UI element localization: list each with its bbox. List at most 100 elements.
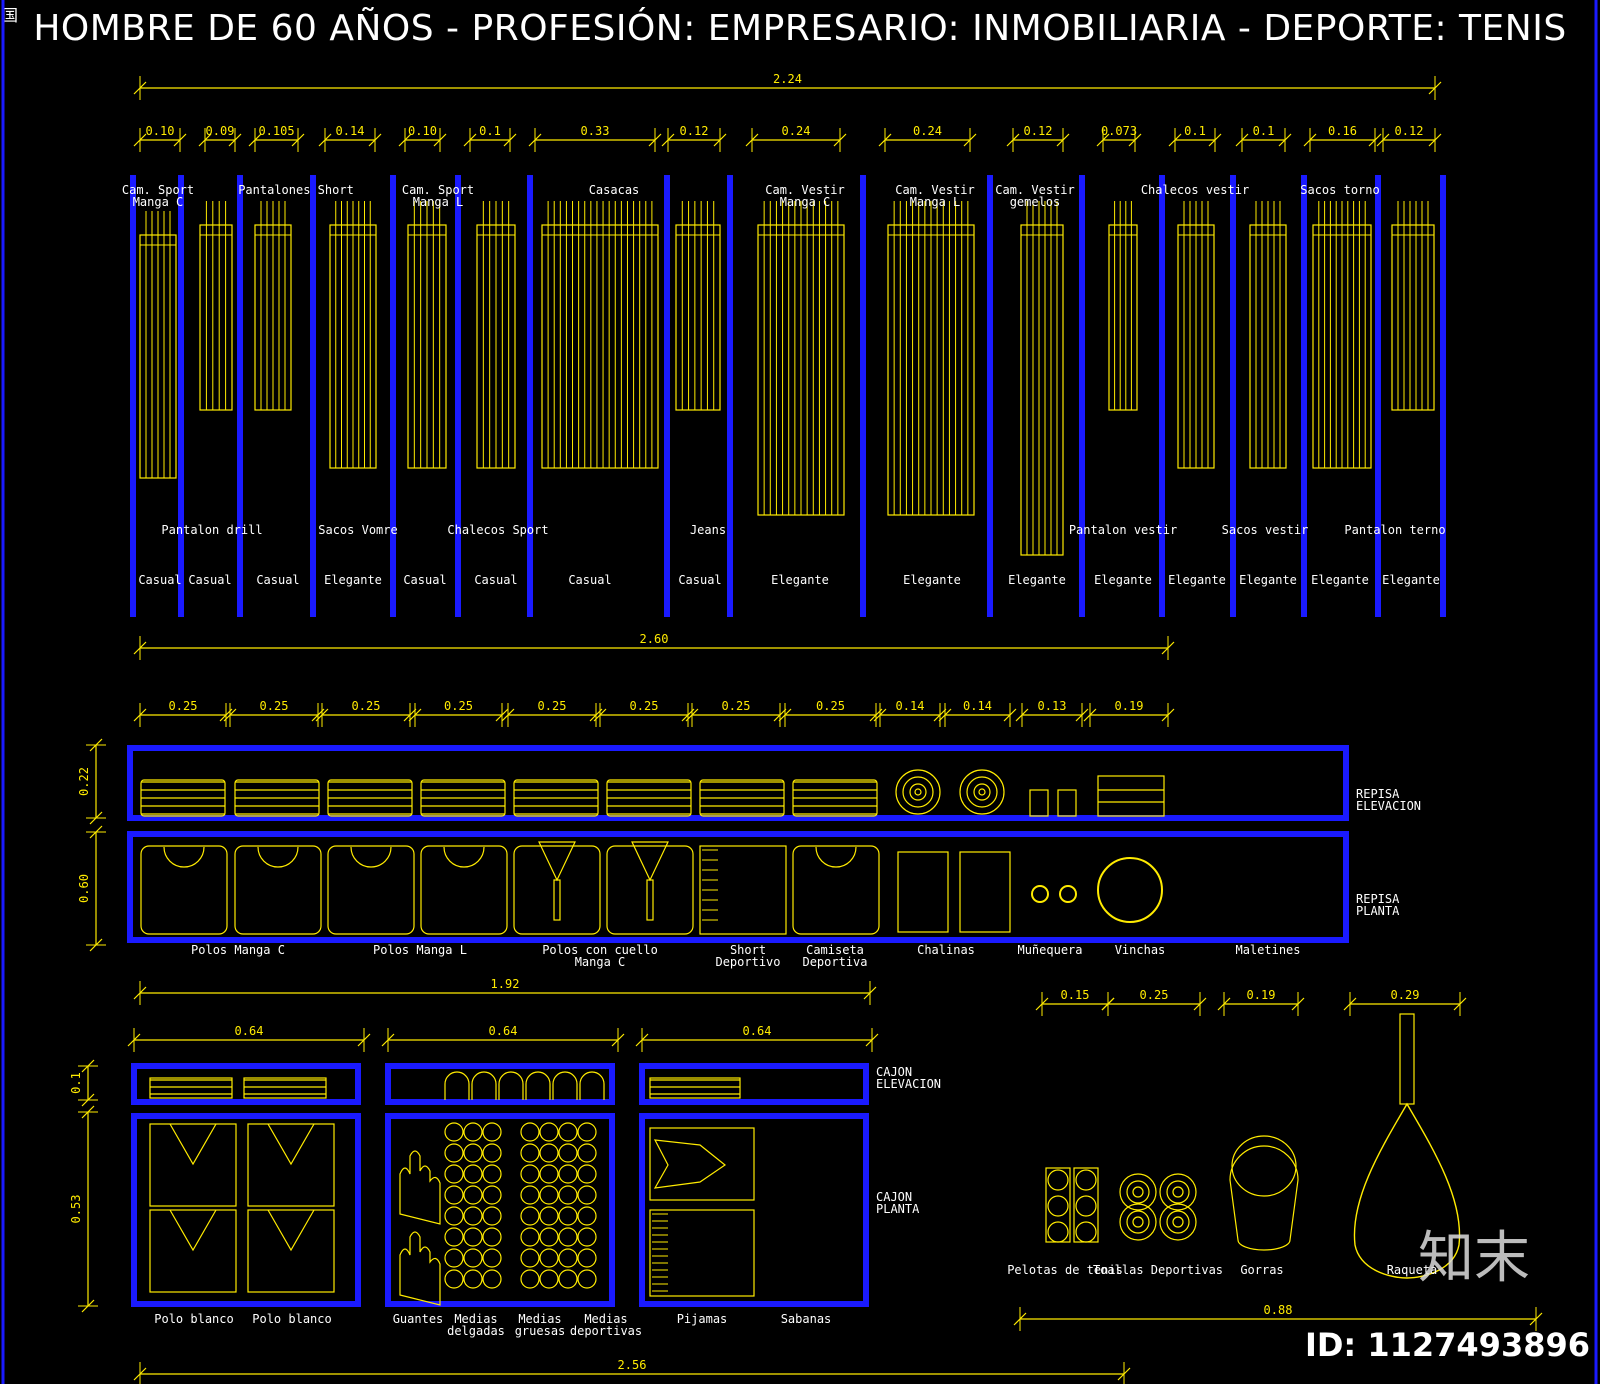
hanging-garment <box>254 201 292 411</box>
sock-roll <box>577 1143 597 1163</box>
collar-polo-outline <box>606 845 694 935</box>
sock-roll <box>558 1164 578 1184</box>
rack-style-label: Casual <box>678 573 721 587</box>
folded-stack <box>606 779 692 817</box>
folded-stack-outline <box>327 779 413 817</box>
polo-plan-collar <box>163 846 205 868</box>
shelf-total-dim-label: 2.60 <box>640 632 669 646</box>
sock-roll <box>539 1248 559 1268</box>
shelf-col-dim-label: 0.19 <box>1115 699 1144 713</box>
shelf-height-dim-slash <box>89 738 103 752</box>
polo-plan-collar <box>350 846 392 868</box>
drawer-height-dim-slash <box>81 1105 95 1119</box>
top-col-dim-slash <box>661 133 675 147</box>
polo-plan-collar <box>257 846 299 868</box>
polo-plan-outline <box>327 845 415 935</box>
top-col-dim-slash <box>228 133 242 147</box>
top-col-dim-slash <box>528 133 542 147</box>
headband-plan <box>1097 857 1163 923</box>
wristband-box <box>1029 789 1049 817</box>
drawer-elevation-frame <box>639 1063 869 1105</box>
hanging-garment <box>139 211 177 479</box>
top-col-dim-slash <box>1006 133 1020 147</box>
folded-stack <box>699 779 785 817</box>
towel-roll <box>1172 1216 1184 1228</box>
top-col-dim-label: 0.1 <box>1184 124 1206 138</box>
top-col-dim-slash <box>833 133 847 147</box>
towel-roll <box>1159 1203 1197 1241</box>
shelf-col-dim-label: 0.25 <box>538 699 567 713</box>
rack-style-label: Casual <box>188 573 231 587</box>
towel-roll <box>1172 1186 1184 1198</box>
sports-item-label: Gorras <box>1240 1263 1283 1277</box>
drawer-col-dim-label: 0.64 <box>489 1024 518 1038</box>
drawer-total-dim-label: 1.92 <box>491 977 520 991</box>
hanging-garment <box>1177 201 1215 469</box>
folded-stack-outline <box>699 779 785 817</box>
sock-roll <box>482 1227 502 1247</box>
shelf-height-dim-label: 0.22 <box>77 767 91 796</box>
top-col-dim-slash <box>1208 133 1222 147</box>
drawer-height-dim-slash <box>81 1299 95 1313</box>
hanging-garment <box>407 201 447 469</box>
top-col-dim-slash <box>878 133 892 147</box>
folded-stack-outline <box>140 779 226 817</box>
hanging-garment-outline <box>199 224 233 411</box>
shelf-item-label: Muñequera <box>1017 943 1082 957</box>
tennis-ball <box>1075 1169 1097 1191</box>
white-polo-plan <box>247 1209 335 1293</box>
polo-plan-outline <box>140 845 228 935</box>
sock-roll <box>539 1269 559 1289</box>
scarf-plan <box>959 851 1011 933</box>
polo-plan <box>234 845 322 935</box>
shelf-col-dim-slash <box>501 708 515 722</box>
drawer-col-dim-slash <box>357 1033 371 1047</box>
sock-roll <box>444 1227 464 1247</box>
top-col-dim-slash <box>1278 133 1292 147</box>
top-col-dim-slash <box>433 133 447 147</box>
sports-item-label: Raqueta <box>1387 1263 1438 1277</box>
rack-style-label: Elegante <box>324 573 382 587</box>
shelf-plan-frame <box>127 831 1349 943</box>
sheet-plan <box>649 1209 755 1297</box>
top-col-dim-slash <box>503 133 517 147</box>
tennis-ball <box>1075 1195 1097 1217</box>
wristband-box <box>1057 789 1077 817</box>
sock-roll <box>482 1122 502 1142</box>
drawer-col-dim-slash <box>381 1033 395 1047</box>
shelf-total-dim-slash <box>1161 641 1175 655</box>
rack-style-label: Elegante <box>1008 573 1066 587</box>
top-total-dim-label: 2.24 <box>773 72 802 86</box>
sports-col-dim-slash <box>1035 997 1049 1011</box>
shelf-col-dim-label: 0.14 <box>896 699 925 713</box>
top-col-dim-slash <box>368 133 382 147</box>
sock-roll <box>558 1248 578 1268</box>
rack-garment-label: Chalecos Sport <box>447 523 548 537</box>
hanging-garment-outline <box>1108 224 1138 411</box>
collar-polo-plan <box>513 841 601 935</box>
collar-polo-placket <box>646 879 654 921</box>
top-col-dim-slash <box>463 133 477 147</box>
folded-stack-outline <box>513 779 599 817</box>
rack-garment-label: Pantalon terno <box>1344 523 1445 537</box>
sock-roll <box>558 1227 578 1247</box>
top-col-dim-label: 0.12 <box>680 124 709 138</box>
shelf-item-label: Vinchas <box>1115 943 1166 957</box>
sock-roll-elevation <box>579 1071 605 1100</box>
short-plan <box>699 845 787 935</box>
towel-roll <box>1159 1173 1197 1211</box>
sock-roll <box>444 1143 464 1163</box>
shelf-total-dim-slash <box>133 641 147 655</box>
sock-roll <box>539 1185 559 1205</box>
bottom-total-dim-slash <box>1117 1367 1131 1381</box>
top-col-dim-label: 0.073 <box>1101 124 1137 138</box>
corner-glyph: 国 <box>2 6 19 25</box>
sock-roll <box>577 1185 597 1205</box>
